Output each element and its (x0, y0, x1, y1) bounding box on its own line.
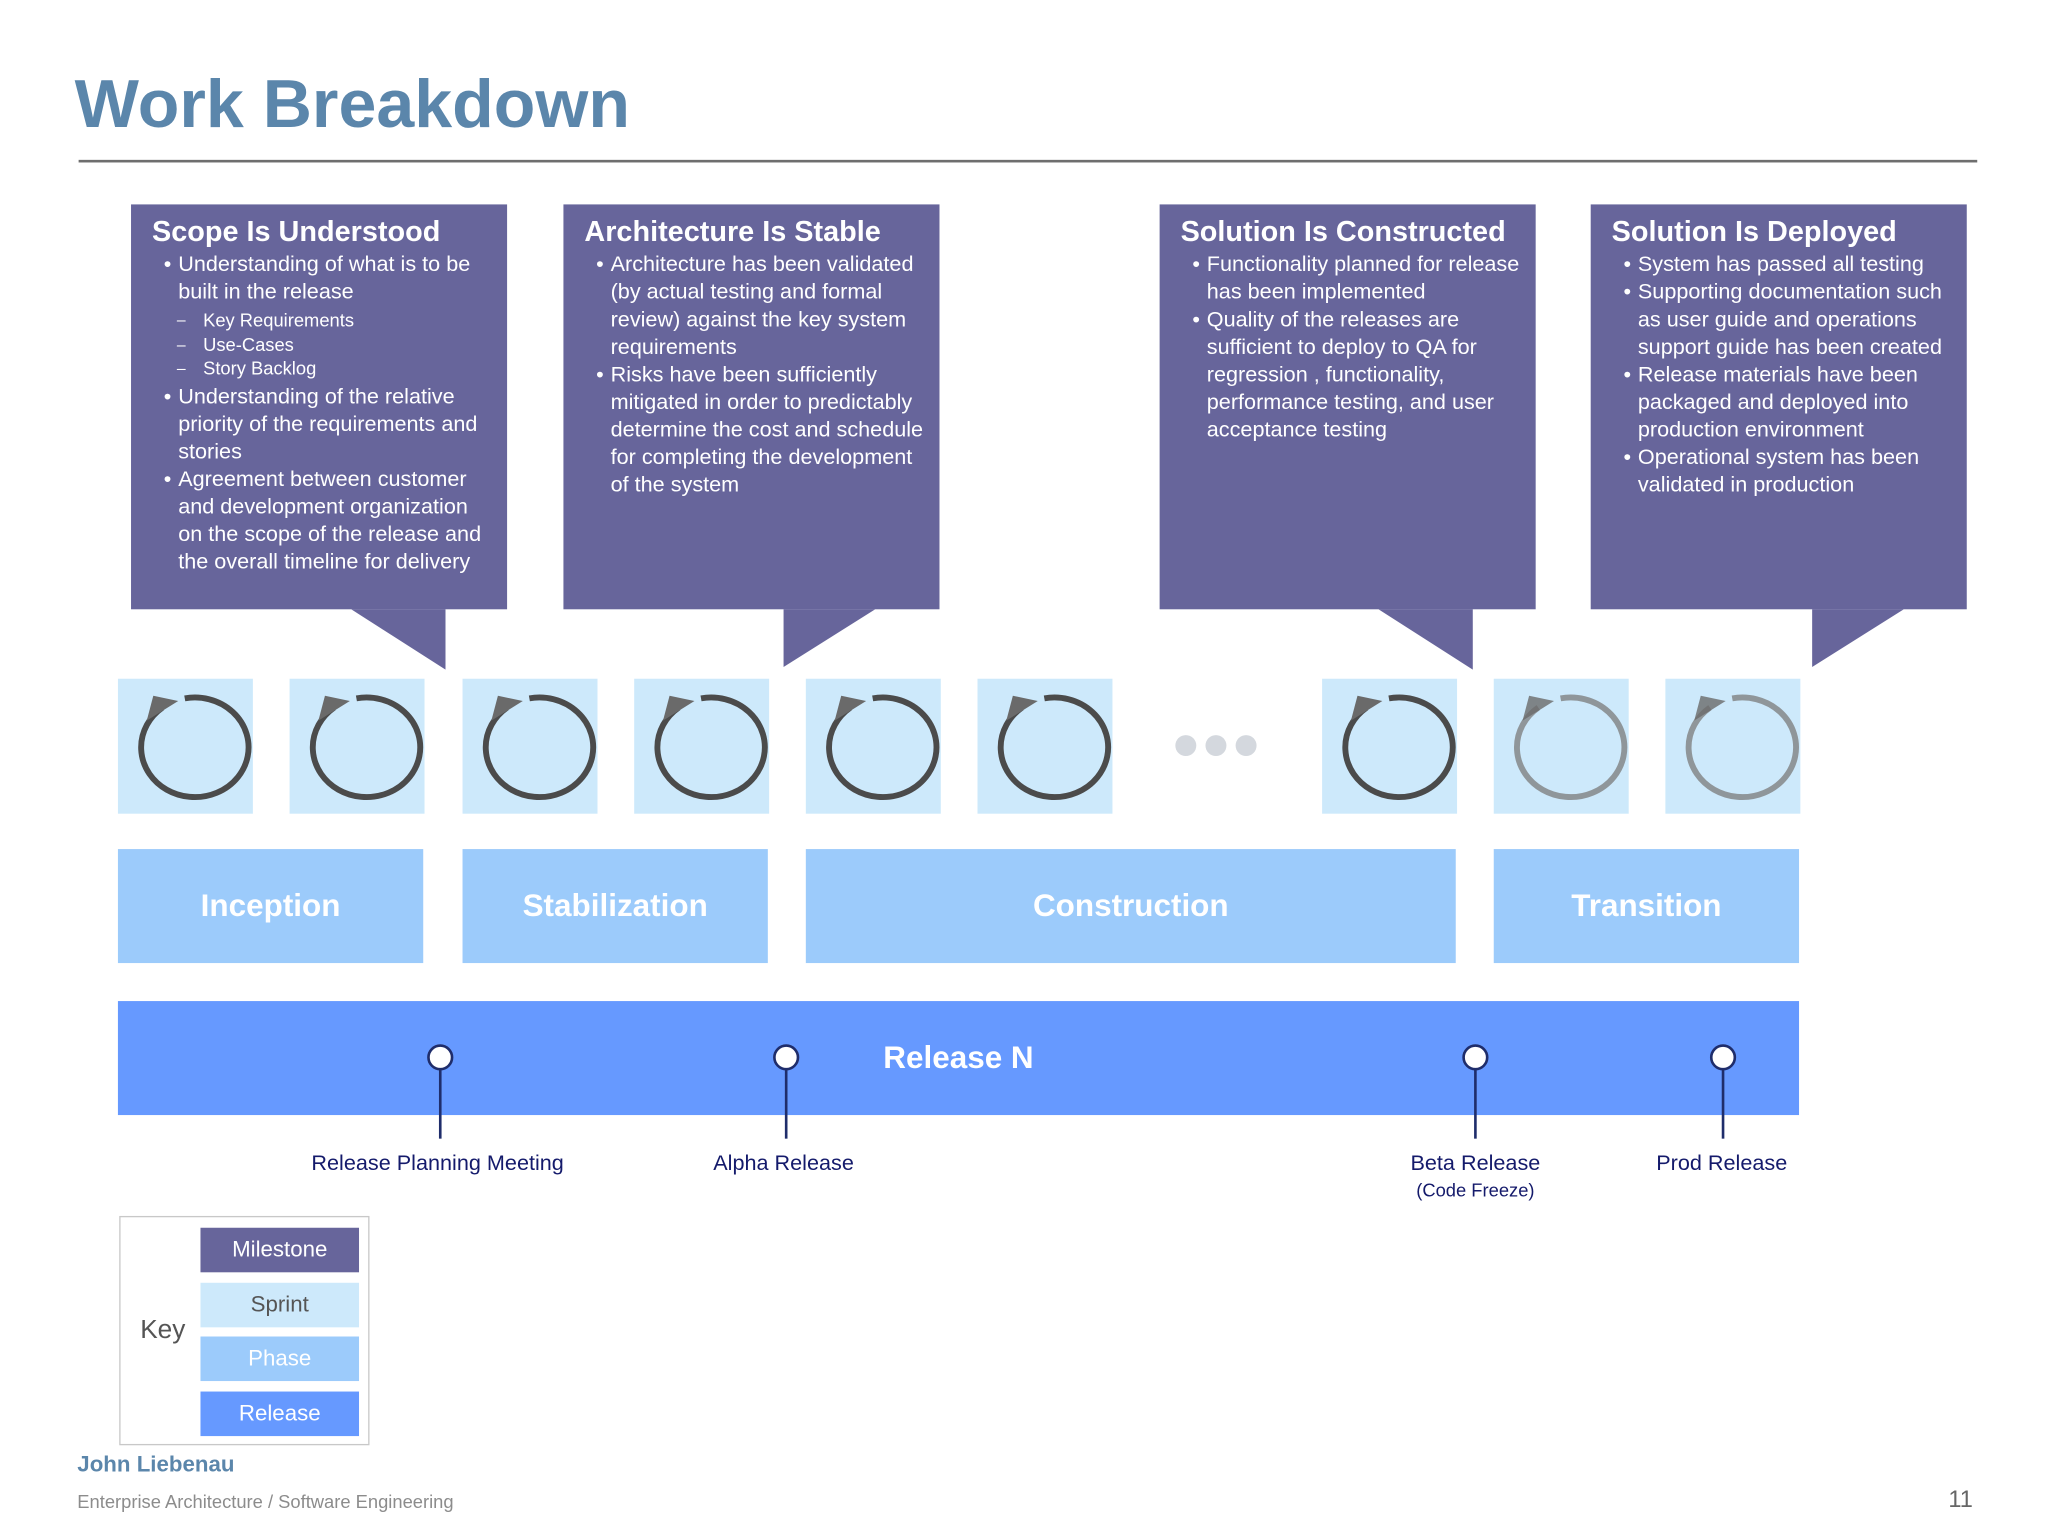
milestone-criterion: Understanding of the relative priority o… (152, 383, 491, 466)
cycle-arrow-icon (654, 694, 768, 801)
milestone-criterion: Quality of the releases are sufficient t… (1181, 307, 1520, 445)
milestone-criterion: Functionality planned for release has be… (1181, 252, 1520, 307)
milestone-pin-icon (1462, 1044, 1489, 1071)
milestone-criteria-list: Architecture has been validated (by actu… (584, 252, 923, 500)
milestone-callout: Solution Is ConstructedFunctionality pla… (1159, 204, 1536, 610)
milestone-title: Scope Is Understood (151, 214, 441, 248)
release-milestone-label: Alpha Release (713, 1151, 854, 1176)
ellipsis-icon (1175, 735, 1257, 757)
phase-construction: Construction (805, 849, 1456, 964)
milestone-pin-stem (1474, 1067, 1477, 1139)
milestone-criterion-text: Agreement between customer and developme… (178, 467, 482, 574)
sprint (1322, 678, 1458, 814)
milestone-criteria-list: Understanding of what is to be built in … (152, 252, 491, 576)
page-title: Work Breakdown (74, 66, 630, 143)
milestone-callout: Architecture Is StableArchitecture has b… (563, 204, 940, 610)
callout-pointer (783, 609, 876, 667)
milestone-criterion: Agreement between customer and developme… (152, 466, 491, 576)
phase-inception: Inception (117, 849, 424, 964)
cycle-arrow-icon (997, 694, 1112, 801)
legend-item-phase: Phase (200, 1336, 360, 1382)
sprint (805, 678, 941, 814)
milestone-criterion: System has passed all testing (1612, 252, 1951, 280)
sprint (462, 678, 598, 814)
milestone-pin-stem (784, 1067, 788, 1139)
sprint (977, 678, 1113, 814)
legend-item-sprint: Sprint (200, 1282, 360, 1328)
milestone-criterion-text: Supporting documentation such as user gu… (1637, 280, 1942, 360)
cycle-arrow-icon (1514, 694, 1628, 801)
milestone-criterion-text: Risks have been sufficiently mitigated i… (610, 362, 924, 497)
sprint (117, 678, 253, 814)
milestone-pin-stem (438, 1067, 442, 1139)
release-milestone-label: Prod Release (1656, 1151, 1788, 1176)
milestone-title: Solution Is Deployed (1611, 214, 1897, 248)
milestone-criterion: Risks have been sufficiently mitigated i… (584, 362, 923, 500)
milestone-criterion: Release materials have been packaged and… (1612, 362, 1951, 445)
milestone-criterion-text: Release materials have been packaged and… (1637, 362, 1918, 442)
milestone-criterion-text: Quality of the releases are sufficient t… (1206, 307, 1495, 442)
cycle-arrow-icon (138, 694, 252, 801)
milestone-criteria-list: System has passed all testingSupporting … (1612, 252, 1951, 500)
callout-pointer (351, 609, 446, 670)
page-number: 11 (1948, 1485, 1973, 1513)
release-label: Release N (883, 1039, 1034, 1076)
sprint (1493, 678, 1629, 814)
sprint (1665, 678, 1801, 814)
release-milestone-label: Release Planning Meeting (311, 1151, 564, 1176)
sprint (634, 678, 770, 814)
milestone-criterion: Operational system has been validated in… (1612, 444, 1951, 499)
milestone-criterion-text: System has passed all testing (1637, 252, 1924, 277)
milestone-pin-icon (427, 1044, 454, 1071)
phase-transition: Transition (1493, 849, 1800, 964)
callout-pointer (1812, 609, 1904, 667)
milestone-pin-icon (773, 1044, 800, 1071)
milestone-criterion-text: Operational system has been validated in… (1637, 445, 1920, 497)
phase-stabilization: Stabilization (462, 849, 768, 964)
milestone-subcriterion: Story Backlog (152, 356, 491, 380)
milestone-criterion: Understanding of what is to be built in … (152, 252, 491, 307)
milestone-criterion: Architecture has been validated (by actu… (584, 252, 923, 362)
milestone-callout: Solution Is DeployedSystem has passed al… (1590, 204, 1967, 610)
legend-title: Key (140, 1315, 186, 1345)
legend-item-milestone: Milestone (200, 1227, 360, 1273)
milestone-pin-icon (1709, 1044, 1737, 1071)
milestone-title: Architecture Is Stable (584, 214, 881, 248)
milestone-criterion-text: Architecture has been validated (by actu… (610, 252, 914, 360)
callout-pointer (1378, 609, 1473, 670)
milestone-title: Solution Is Constructed (1180, 214, 1506, 248)
footer-author: John Liebenau (77, 1451, 235, 1477)
release-milestone-sublabel: (Code Freeze) (1416, 1179, 1535, 1201)
release-bar (117, 1001, 1800, 1116)
footer-department: Enterprise Architecture / Software Engin… (77, 1491, 454, 1513)
cycle-arrow-icon (1685, 694, 1799, 801)
cycle-arrow-icon (1342, 694, 1456, 801)
title-divider (78, 159, 1978, 163)
milestone-criteria-list: Functionality planned for release has be… (1181, 252, 1520, 445)
milestone-callout: Scope Is UnderstoodUnderstanding of what… (131, 204, 508, 610)
milestone-criterion-text: Functionality planned for release has be… (1206, 252, 1520, 304)
milestone-pin-stem (1721, 1067, 1725, 1139)
milestone-subcriterion: Key Requirements (152, 308, 491, 332)
sprint (289, 678, 425, 814)
cycle-arrow-icon (482, 694, 597, 801)
milestone-criterion-text: Understanding of the relative priority o… (178, 384, 478, 464)
legend-item-release: Release (200, 1391, 360, 1437)
milestone-criterion-text: Understanding of what is to be built in … (178, 252, 471, 304)
cycle-arrow-icon (309, 694, 424, 801)
milestone-subcriterion: Use-Cases (152, 332, 491, 356)
cycle-arrow-icon (826, 694, 940, 801)
milestone-criterion: Supporting documentation such as user gu… (1612, 279, 1951, 362)
milestone-subcriteria-list: Key RequirementsUse-CasesStory Backlog (152, 308, 491, 381)
release-milestone-label: Beta Release (1410, 1151, 1541, 1176)
